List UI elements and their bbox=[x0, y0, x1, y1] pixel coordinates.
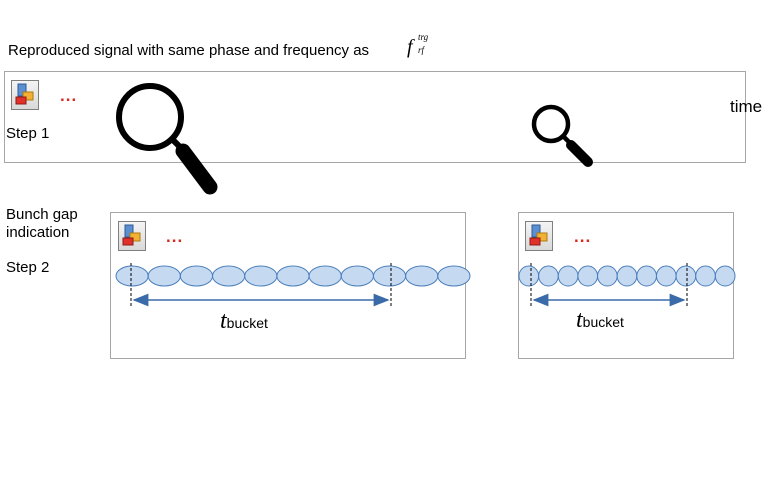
step1-ellipsis: ... bbox=[60, 86, 78, 105]
bunch bbox=[577, 265, 599, 287]
f-symbol-superscript: trg bbox=[418, 32, 429, 42]
app-icon bbox=[525, 221, 553, 251]
bunch bbox=[695, 265, 716, 287]
bunch bbox=[308, 265, 342, 287]
f-symbol-subscript: rf bbox=[418, 45, 425, 55]
bunch bbox=[518, 265, 540, 287]
bunch bbox=[405, 265, 439, 287]
bunch bbox=[179, 265, 214, 287]
step2-label: Step 2 bbox=[6, 259, 50, 276]
app-icon-graphic bbox=[122, 224, 141, 246]
bunch bbox=[244, 265, 278, 287]
t-bucket-label-right: tbucket bbox=[576, 307, 624, 334]
diagram-title: Reproduced signal with same phase and fr… bbox=[8, 42, 370, 59]
bunch bbox=[115, 265, 149, 287]
bunch bbox=[372, 265, 407, 287]
step1-label: Step 1 bbox=[6, 125, 50, 142]
t-bucket-subscript: bucket bbox=[582, 314, 624, 330]
bunch bbox=[636, 265, 657, 287]
time-label: time bbox=[730, 97, 763, 116]
bunch bbox=[714, 265, 736, 287]
t-bucket-base: t bbox=[220, 308, 227, 334]
bunch bbox=[212, 265, 246, 287]
step1-panel bbox=[4, 71, 746, 163]
magnifier-icon bbox=[531, 104, 593, 167]
bunch bbox=[675, 265, 697, 287]
app-icon bbox=[11, 80, 39, 110]
f-symbol-base: f bbox=[407, 36, 413, 58]
app-icon-graphic bbox=[15, 83, 34, 105]
t-bucket-label-left: tbucket bbox=[220, 308, 268, 335]
bunch bbox=[557, 265, 579, 287]
bunch bbox=[437, 265, 471, 287]
bunch-train-left bbox=[115, 265, 471, 287]
app-icon bbox=[118, 221, 146, 251]
bunch bbox=[538, 265, 559, 287]
bunch bbox=[276, 265, 310, 287]
bunch-train-right bbox=[518, 265, 736, 287]
frf-trg-symbol: f trg rf bbox=[407, 32, 428, 59]
bunch bbox=[597, 265, 618, 287]
step2-left-ellipsis: ... bbox=[166, 227, 184, 246]
app-icon-graphic bbox=[529, 224, 548, 246]
bunch bbox=[340, 265, 374, 287]
bunch bbox=[655, 265, 677, 287]
step2-right-ellipsis: ... bbox=[574, 227, 592, 246]
t-bucket-subscript: bucket bbox=[226, 315, 268, 331]
bunch-gap-label: Bunch gap indication bbox=[6, 206, 78, 241]
magnifier-icon bbox=[116, 83, 218, 195]
t-bucket-base: t bbox=[576, 307, 583, 333]
bunch bbox=[147, 265, 181, 287]
bunch bbox=[616, 265, 638, 287]
